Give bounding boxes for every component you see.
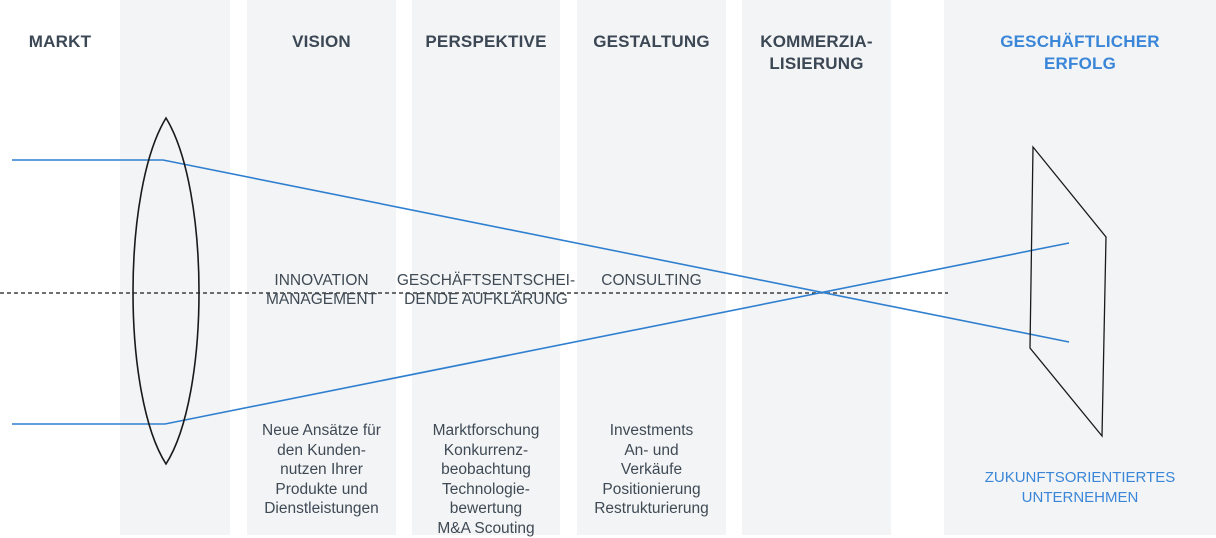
vision-description-line: nutzen Ihrer [247, 460, 396, 480]
gestaltung-description-line: An- und [570, 441, 733, 461]
gestaltung-description-line: Verkäufe [570, 460, 733, 480]
vision-description-line: Produkte und [247, 480, 396, 500]
gestaltung-middle-line-1: CONSULTING [577, 271, 726, 290]
gestaltung-description-line: Restrukturierung [570, 499, 733, 519]
erfolg-bottom-line-2: UNTERNEHMEN [960, 488, 1200, 508]
vision-description-line: den Kunden- [247, 441, 396, 461]
image-plane [1030, 147, 1106, 436]
perspektive-middle-line-2: DENDE AUFKLÄRUNG [396, 290, 576, 309]
gestaltung-description: Investments An- und Verkäufe Positionier… [570, 421, 733, 519]
erfolg-bottom-line-1: ZUKUNFTSORIENTIERTES [960, 468, 1200, 488]
vision-middle-line-1: INNOVATION [247, 271, 396, 290]
perspektive-middle-line-1: GESCHÄFTSENTSCHEI- [396, 271, 576, 290]
perspektive-middle-label: GESCHÄFTSENTSCHEI- DENDE AUFKLÄRUNG [396, 271, 576, 309]
lens-shape [133, 118, 199, 464]
perspektive-description-line: Marktforschung [412, 421, 560, 441]
gestaltung-description-line: Investments [570, 421, 733, 441]
perspektive-description-line: Technologie- [412, 480, 560, 500]
perspektive-description-line: M&A Scouting [412, 519, 560, 538]
vision-description-line: Dienstleistungen [247, 499, 396, 519]
vision-description-line: Neue Ansätze für [247, 421, 396, 441]
gestaltung-middle-label: CONSULTING [577, 271, 726, 290]
vision-middle-line-2: MANAGEMENT [247, 290, 396, 309]
perspektive-description-line: beobachtung [412, 460, 560, 480]
perspektive-description: Marktforschung Konkurrenz- beobachtung T… [412, 421, 560, 538]
vision-description: Neue Ansätze für den Kunden- nutzen Ihre… [247, 421, 396, 519]
gestaltung-description-line: Positionierung [570, 480, 733, 500]
perspektive-description-line: Konkurrenz- [412, 441, 560, 461]
vision-middle-label: INNOVATION MANAGEMENT [247, 271, 396, 309]
erfolg-bottom-label: ZUKUNFTSORIENTIERTES UNTERNEHMEN [960, 468, 1200, 507]
perspektive-description-line: bewertung [412, 499, 560, 519]
ray-upper [12, 160, 1069, 342]
